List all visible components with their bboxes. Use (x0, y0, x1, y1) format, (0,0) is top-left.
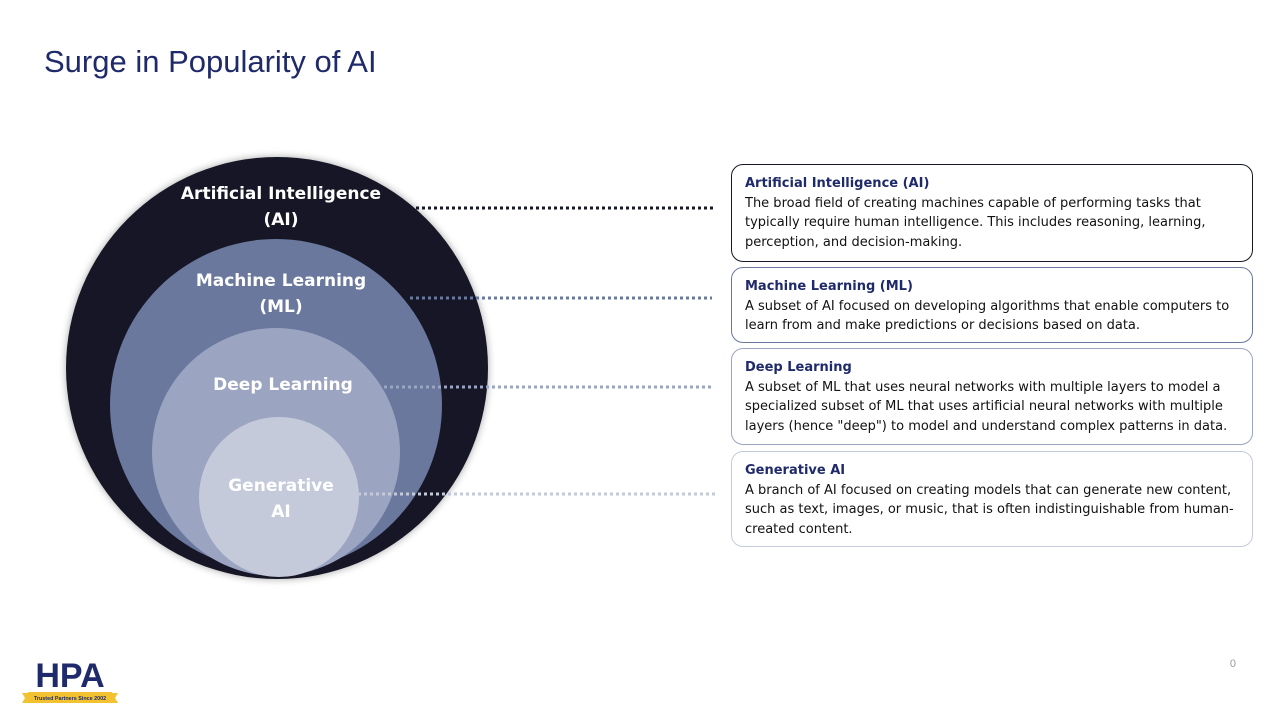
label-ml: Machine Learning (ML) (195, 271, 367, 317)
logo-tagline: Trusted Partners Since 2002 (34, 696, 106, 702)
definition-body: A branch of AI focused on creating model… (745, 482, 1234, 537)
circle-generative-ai (199, 417, 359, 577)
definition-title: Generative AI (745, 463, 846, 478)
label-generative-ai: Generative AI (228, 476, 334, 522)
hpa-logo: HPA Trusted Partners Since 2002 (22, 657, 118, 703)
definition-title: Deep Learning (745, 360, 852, 375)
logo-ribbon (28, 692, 112, 703)
logo-wordmark: HPA (35, 657, 104, 695)
definition-body: A subset of ML that uses neural networks… (745, 379, 1228, 434)
page-number: 0 (1229, 658, 1236, 670)
definition-card-deep-learning: Deep Learning A subset of ML that uses n… (731, 348, 1253, 445)
label-ai: Artificial Intelligence (AI) (180, 184, 382, 230)
definition-card-generative-ai: Generative AI A branch of AI focused on … (731, 451, 1253, 547)
slide-title: Surge in Popularity of AI (44, 44, 377, 79)
definition-card-ml: Machine Learning (ML) A subset of AI foc… (731, 267, 1253, 343)
definition-body: A subset of AI focused on developing alg… (745, 298, 1230, 334)
definition-body: The broad field of creating machines cap… (745, 195, 1206, 250)
definition-title: Machine Learning (ML) (745, 279, 913, 294)
definition-title: Artificial Intelligence (AI) (745, 176, 930, 191)
definition-card-ai: Artificial Intelligence (AI) The broad f… (731, 164, 1253, 262)
label-deep-learning: Deep Learning (213, 375, 353, 395)
